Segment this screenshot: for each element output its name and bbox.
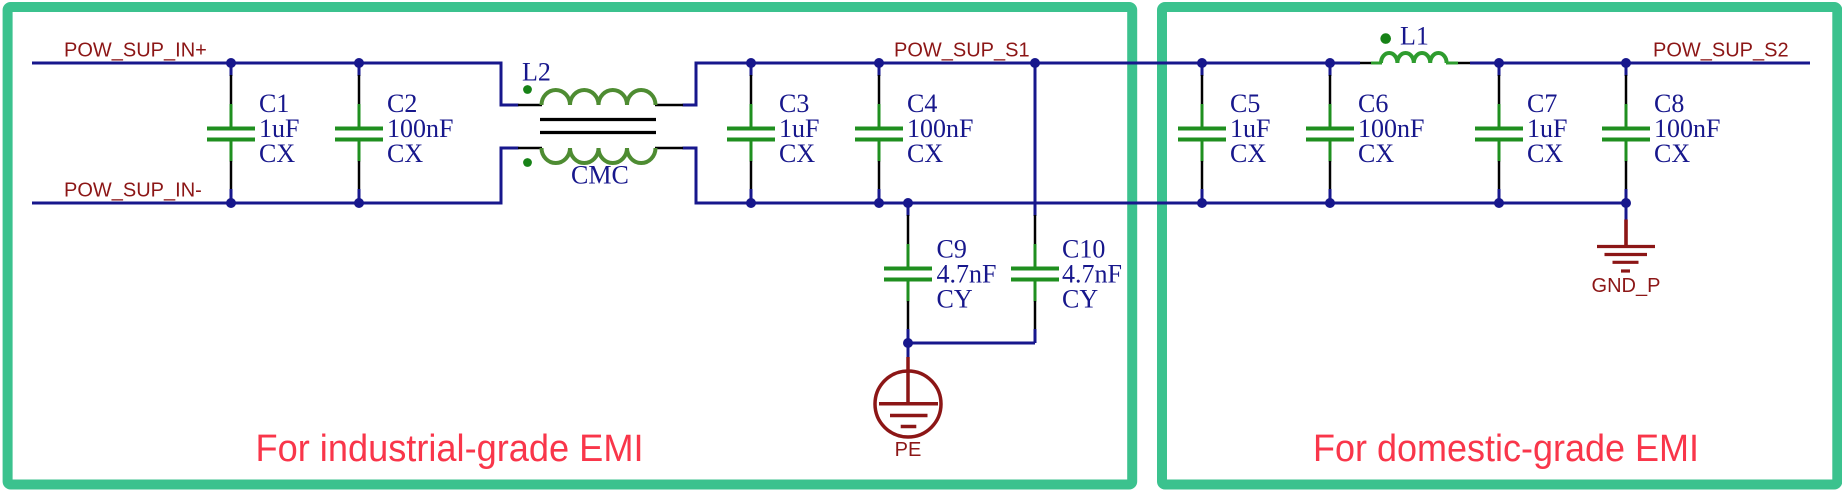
svg-text:C7: C7: [1527, 89, 1557, 118]
svg-text:For industrial-grade EMI: For industrial-grade EMI: [256, 428, 644, 470]
svg-text:CX: CX: [1527, 139, 1563, 168]
svg-text:C2: C2: [387, 89, 417, 118]
svg-text:CX: CX: [1230, 139, 1266, 168]
svg-text:CX: CX: [1358, 139, 1394, 168]
svg-text:C4: C4: [907, 89, 937, 118]
svg-text:GND_P: GND_P: [1592, 275, 1661, 297]
svg-text:CX: CX: [259, 139, 295, 168]
svg-text:1uF: 1uF: [1230, 114, 1270, 143]
svg-text:POW_SUP_IN+: POW_SUP_IN+: [64, 39, 207, 61]
svg-text:1uF: 1uF: [779, 114, 819, 143]
svg-text:C9: C9: [937, 235, 967, 264]
svg-text:C5: C5: [1230, 89, 1260, 118]
svg-text:CMC: CMC: [571, 161, 629, 190]
svg-text:L1: L1: [1400, 22, 1429, 51]
svg-text:CX: CX: [1654, 139, 1690, 168]
svg-text:For domestic-grade EMI: For domestic-grade EMI: [1313, 428, 1699, 470]
svg-text:CY: CY: [1062, 285, 1098, 314]
svg-text:POW_SUP_S2: POW_SUP_S2: [1653, 39, 1789, 61]
svg-text:1uF: 1uF: [259, 114, 299, 143]
svg-text:C8: C8: [1654, 89, 1684, 118]
svg-text:100nF: 100nF: [387, 114, 453, 143]
svg-text:C10: C10: [1062, 235, 1105, 264]
svg-text:C1: C1: [259, 89, 289, 118]
svg-text:4.7nF: 4.7nF: [937, 260, 997, 289]
svg-text:100nF: 100nF: [1654, 114, 1720, 143]
svg-text:1uF: 1uF: [1527, 114, 1567, 143]
svg-text:C3: C3: [779, 89, 809, 118]
svg-text:100nF: 100nF: [907, 114, 973, 143]
svg-text:C6: C6: [1358, 89, 1388, 118]
svg-text:CX: CX: [779, 139, 815, 168]
svg-text:POW_SUP_IN-: POW_SUP_IN-: [64, 180, 202, 202]
svg-text:POW_SUP_S1: POW_SUP_S1: [894, 39, 1030, 61]
svg-text:CY: CY: [937, 285, 973, 314]
svg-text:CX: CX: [387, 139, 423, 168]
svg-text:CX: CX: [907, 139, 943, 168]
svg-text:L2: L2: [522, 58, 551, 87]
svg-text:100nF: 100nF: [1358, 114, 1424, 143]
svg-text:4.7nF: 4.7nF: [1062, 260, 1122, 289]
svg-text:PE: PE: [895, 439, 922, 461]
